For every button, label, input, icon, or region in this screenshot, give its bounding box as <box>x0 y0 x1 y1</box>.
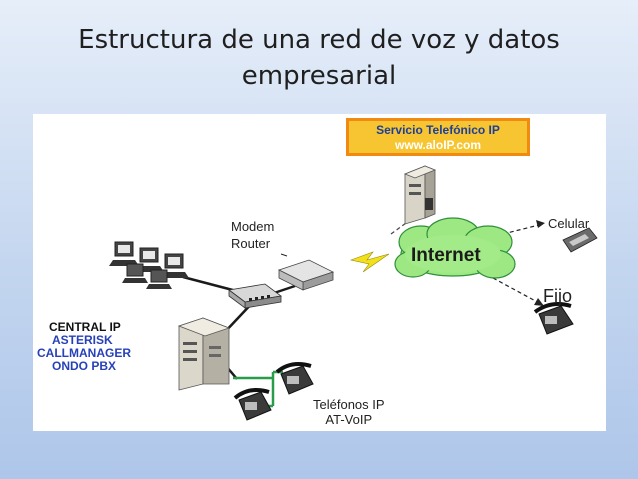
diagram-canvas <box>109 165 598 421</box>
arrow-celular <box>536 220 545 228</box>
switch-icon <box>228 283 282 309</box>
link-internet-celular <box>502 223 544 235</box>
internet-label: Internet <box>411 245 481 266</box>
desk-phone-icon <box>533 302 574 335</box>
service-box-url: www.aloIP.com <box>394 138 482 152</box>
computer-icon <box>109 241 189 289</box>
central-ip-label: CENTRAL IP ASTERISK CALLMANAGER ONDO PBX <box>37 321 131 373</box>
modem-icon <box>277 259 335 291</box>
slide-title: Estructura de una red de voz y datos emp… <box>0 22 638 94</box>
modem-router-label: Modem Router <box>231 218 274 252</box>
link-internet-fijo <box>492 277 542 305</box>
lightning-icon <box>349 251 390 273</box>
slide-title-line1: Estructura de una red de voz y datos <box>78 25 560 55</box>
fijo-label: Fijo <box>543 286 573 306</box>
central-ip-ondo-pbx: ONDO PBX <box>52 359 117 373</box>
cellphone-icon <box>562 227 598 253</box>
celular-label: Celular <box>548 216 590 231</box>
central-ip-title: CENTRAL IP <box>49 320 121 334</box>
desk-phone-icon <box>275 362 314 395</box>
slide-title-line2: empresarial <box>241 61 397 91</box>
server-icon <box>403 165 437 225</box>
ip-phones-label: Teléfonos IP AT-VoIP <box>313 397 385 427</box>
ip-phones-model: AT-VoIP <box>325 412 373 427</box>
ip-phones-title: Teléfonos IP <box>313 397 385 412</box>
router-label: Router <box>231 236 271 251</box>
network-diagram: Servicio Telefónico IP www.aloIP.com Mod… <box>33 114 606 431</box>
arrow-fijo <box>534 298 544 306</box>
modem-label: Modem <box>231 219 275 234</box>
central-ip-asterisk: ASTERISK <box>52 333 113 347</box>
central-ip-callmanager: CALLMANAGER <box>37 346 131 360</box>
server-icon <box>177 317 231 391</box>
service-box-title: Servicio Telefónico IP <box>376 123 500 137</box>
service-box: Servicio Telefónico IP www.aloIP.com <box>346 118 530 156</box>
desk-phone-icon <box>233 388 272 421</box>
